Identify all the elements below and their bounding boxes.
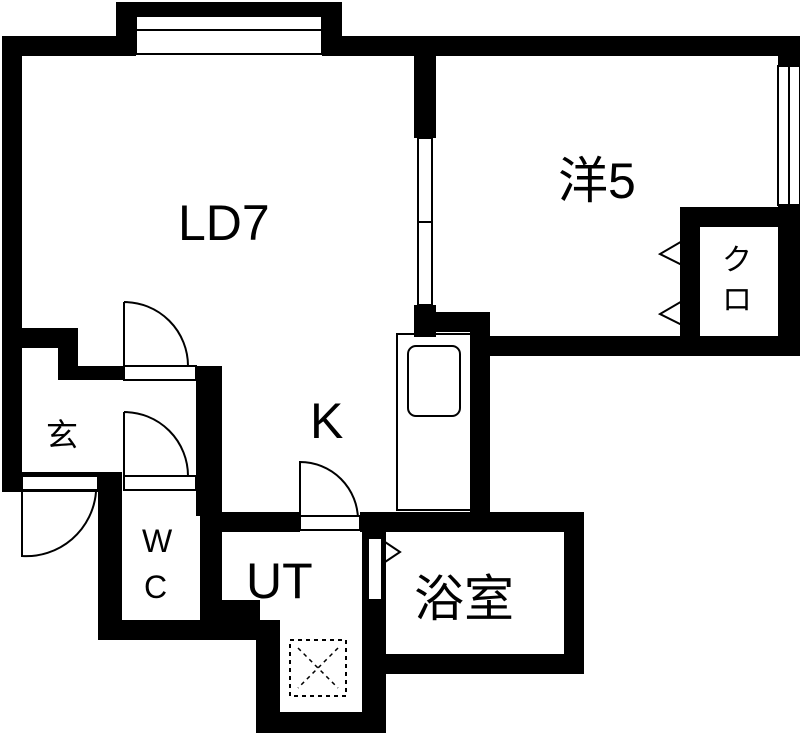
closet-label-1: ク [722,244,752,277]
washing-machine-pan [289,639,347,697]
doors [21,238,699,601]
closet-label-2: ロ [722,284,752,317]
bathroom-label: 浴室 [414,571,514,627]
western-room-label: 洋5 [558,153,636,209]
utility-label: UT [246,553,313,609]
kitchen-sink [407,345,461,417]
wc-label-1: W [142,523,173,559]
wc-label-2: C [144,569,167,605]
kitchen-label: K [310,393,343,449]
ld-room-label: LD7 [178,195,270,251]
entrance-label: 玄 [46,417,78,453]
windows [135,15,800,306]
